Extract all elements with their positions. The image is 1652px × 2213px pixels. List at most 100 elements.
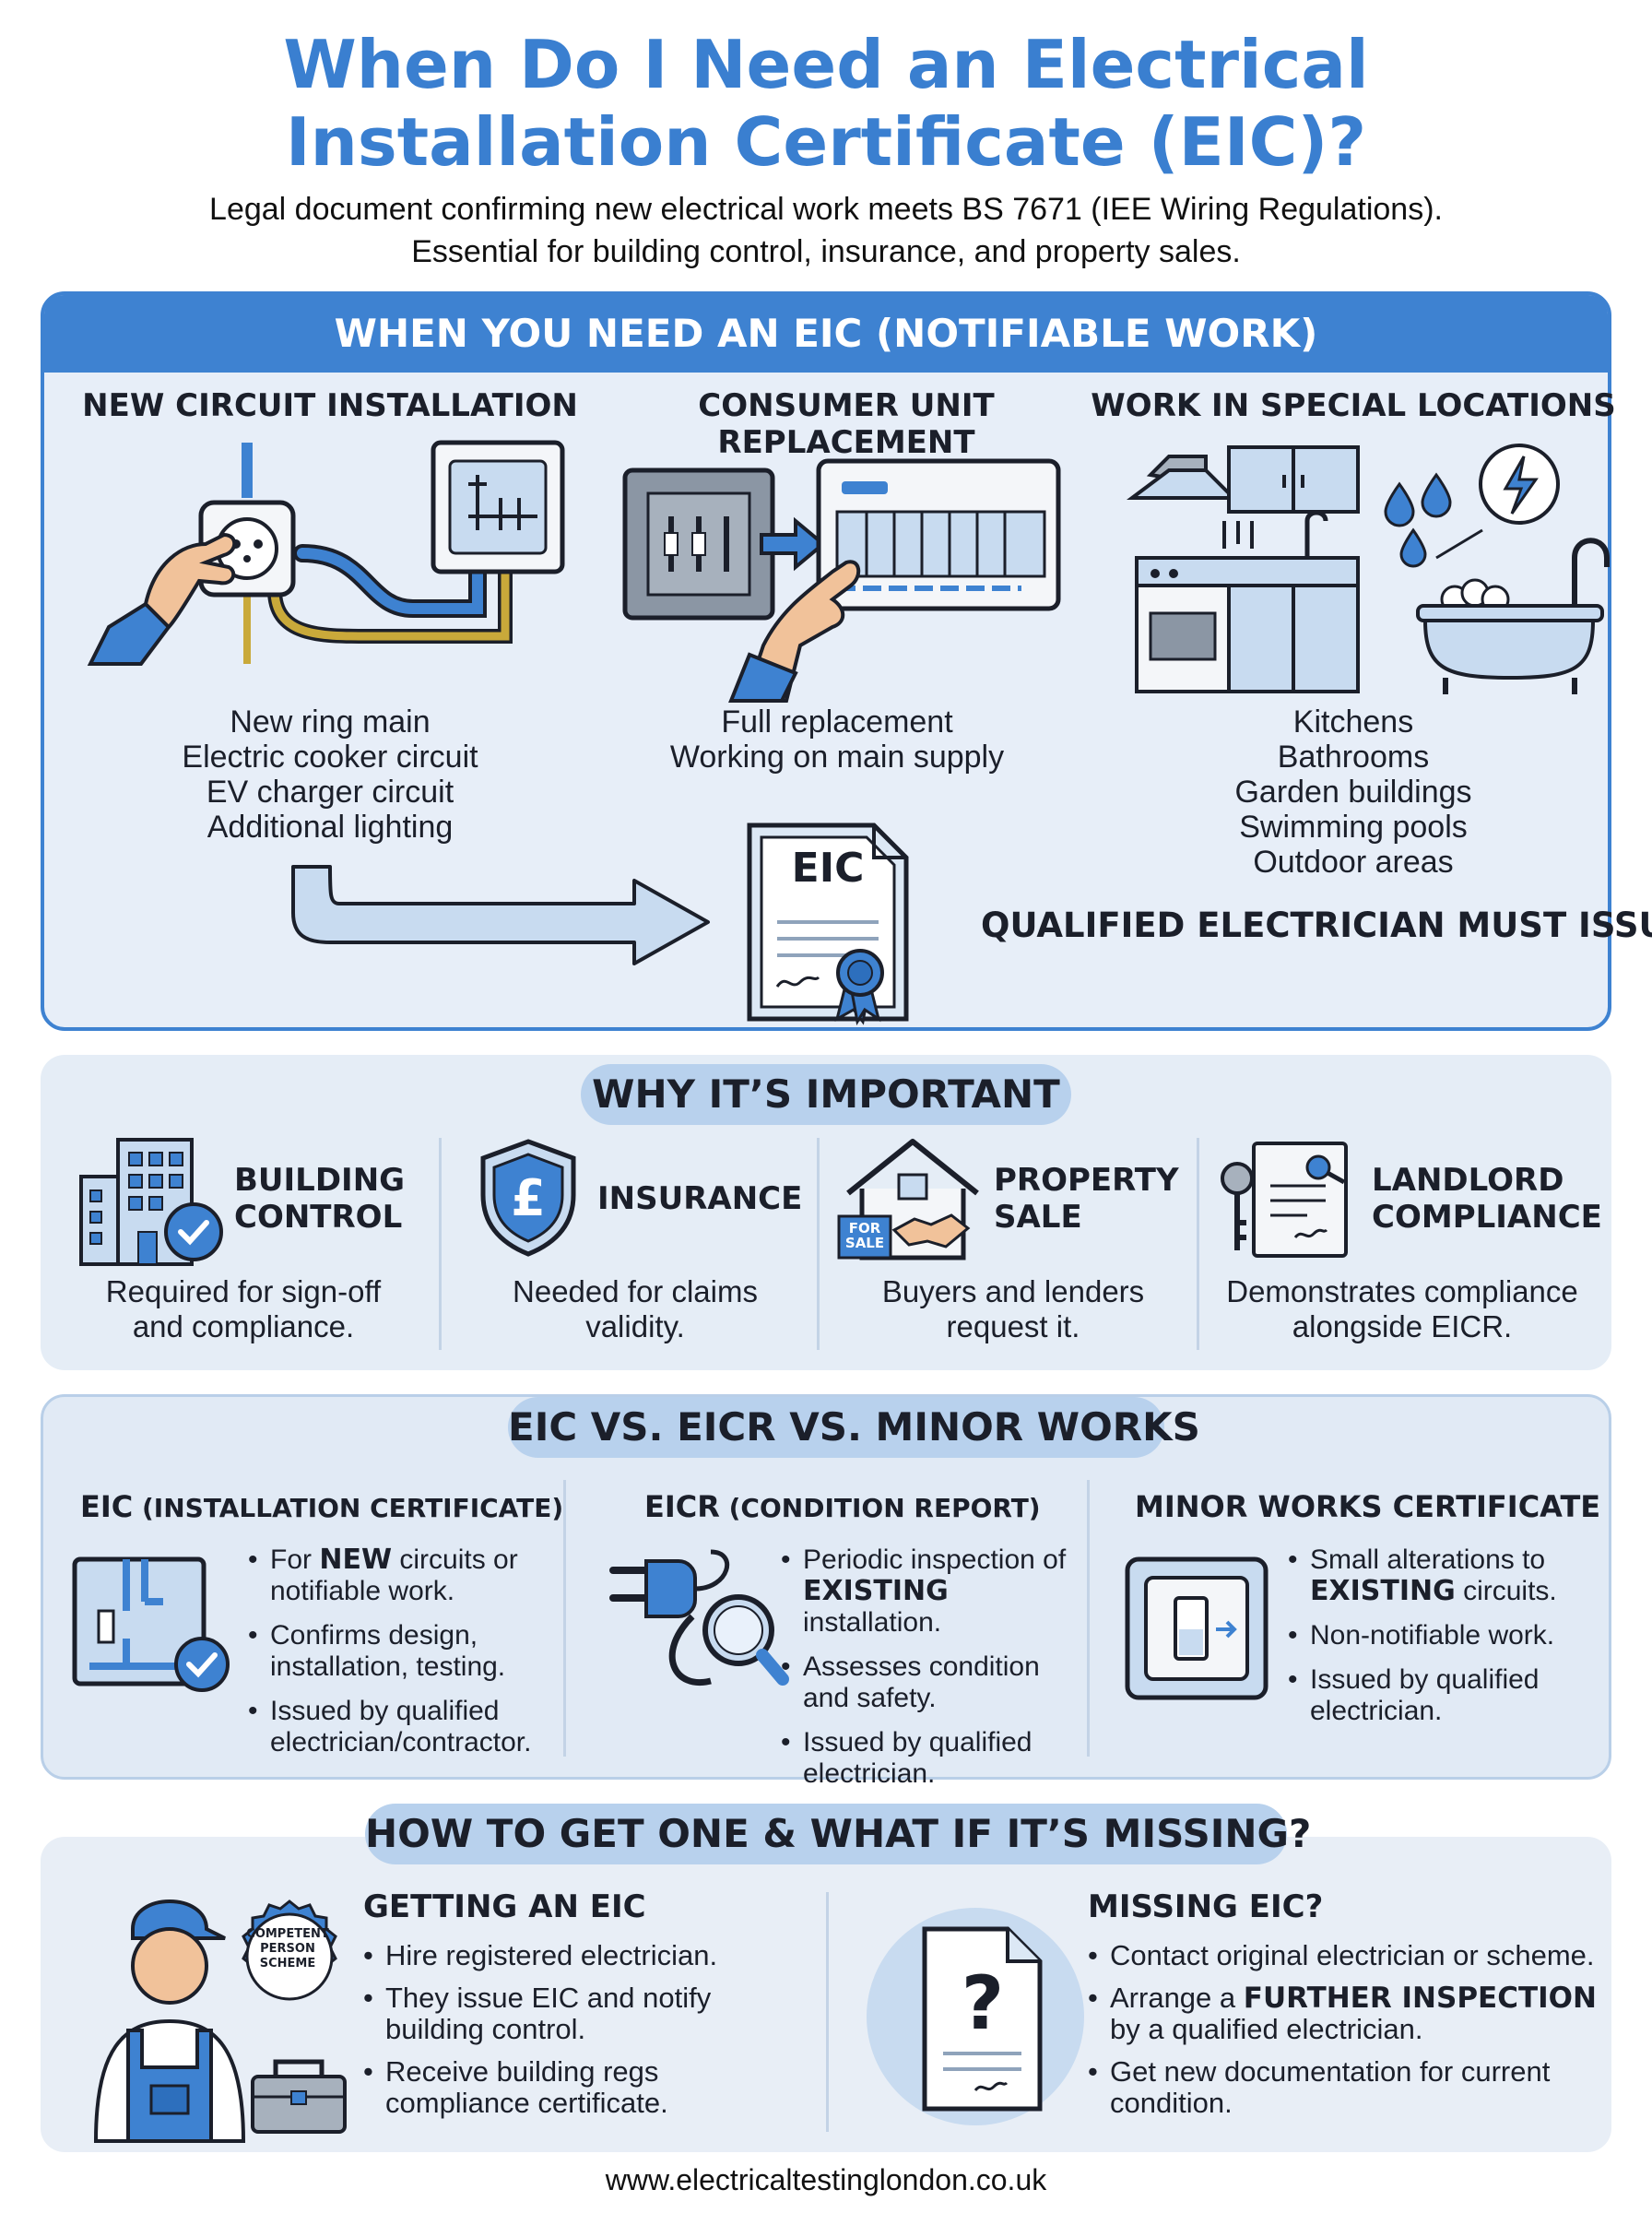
list-item: Periodic inspection of EXISTING installa…	[781, 1544, 1085, 1639]
title-line: COMPLIANCE	[1372, 1199, 1602, 1236]
title-rest: (INSTALLATION CERTIFICATE)	[133, 1493, 564, 1523]
text: by a qualified electrician.	[1110, 2013, 1423, 2045]
new-circuit-list: New ring main Electric cooker circuit EV…	[81, 704, 579, 845]
list-item: Full replacement	[721, 704, 953, 740]
desc-line: Required for sign-off	[105, 1274, 382, 1308]
getting-eic-bullets: Hire registered electrician. They issue …	[363, 1940, 796, 2130]
flow-arrow-icon	[291, 865, 710, 965]
desc-line: Buyers and lenders	[881, 1274, 1145, 1308]
special-locations-icon	[1127, 444, 1610, 694]
list-item: Assesses condition and safety.	[781, 1651, 1085, 1714]
list-item: Kitchens	[1292, 704, 1414, 740]
getting-eic-title: GETTING AN EIC	[363, 1888, 646, 1925]
title-line: CONTROL	[234, 1199, 403, 1236]
missing-eic-title: MISSING EIC?	[1088, 1888, 1324, 1925]
list-item: They issue EIC and notify building contr…	[363, 1982, 796, 2045]
why-landlord-desc: Demonstrates compliance alongside EICR.	[1204, 1274, 1600, 1344]
list-item: Non-notifiable work.	[1288, 1620, 1601, 1651]
consumer-unit-list: Full replacement Working on main supply	[588, 704, 1086, 775]
consumer-unit-icon	[622, 458, 1061, 703]
list-item: Issued by qualified electrician/contract…	[248, 1696, 561, 1758]
svg-text:£: £	[511, 1169, 546, 1227]
notifiable-header: WHEN YOU NEED AN EIC (NOTIFIABLE WORK)	[44, 295, 1608, 373]
footer-url[interactable]: www.electricaltestinglondon.co.uk	[605, 2163, 1047, 2196]
list-item: Issued by qualified electrician.	[781, 1727, 1085, 1790]
col-title-special-locations: WORK IN SPECIAL LOCATIONS	[1091, 387, 1616, 424]
list-item: Swimming pools	[1239, 810, 1468, 845]
eicr-bullets: Periodic inspection of EXISTING installa…	[781, 1544, 1085, 1803]
list-item: New ring main	[230, 704, 431, 740]
electrician-icon	[93, 1899, 347, 2143]
installation-board-check-icon	[72, 1556, 230, 1692]
col-title-consumer-unit: CONSUMER UNIT REPLACEMENT	[698, 387, 995, 461]
list-item: Receive building regs compliance certifi…	[363, 2056, 796, 2119]
eicr-column-title: EICR (CONDITION REPORT)	[644, 1489, 1041, 1524]
desc-line: Needed for claims	[513, 1274, 758, 1308]
list-item: Get new documentation for current condit…	[1088, 2056, 1604, 2119]
pound-shield-icon: £	[480, 1139, 576, 1257]
divider	[1087, 1480, 1090, 1757]
text: For	[270, 1544, 320, 1575]
how-header: HOW TO GET ONE & WHAT IF IT’S MISSING?	[365, 1804, 1311, 1864]
text-bold: FURTHER INSPECTION	[1243, 1982, 1597, 2015]
eic-certificate-icon	[747, 822, 909, 1026]
list-item: Arrange a FURTHER INSPECTION by a qualif…	[1088, 1982, 1604, 2045]
certificate-label: EIC	[791, 845, 865, 892]
badge-line: PERSON	[260, 1942, 315, 1956]
list-item: Issued by qualified electrician.	[1288, 1664, 1601, 1727]
list-item: Hire registered electrician.	[363, 1940, 796, 1972]
eic-bullets: For NEW circuits or notifiable work. Con…	[248, 1544, 561, 1771]
why-building-title: BUILDING CONTROL	[234, 1162, 405, 1236]
list-item: Small alterations to EXISTING circuits.	[1288, 1544, 1601, 1607]
why-property-desc: Buyers and lenders request it.	[833, 1274, 1193, 1344]
why-building-desc: Required for sign-off and compliance.	[59, 1274, 428, 1344]
list-item: Confirms design, installation, testing.	[248, 1620, 561, 1683]
desc-line: Demonstrates compliance	[1226, 1274, 1578, 1308]
qualified-electrician-text: QUALIFIED ELECTRICIAN MUST ISSUE	[981, 905, 1652, 945]
badge-line: COMPETENT	[246, 1927, 329, 1941]
competent-person-badge: COMPETENT PERSON SCHEME	[230, 1927, 345, 1971]
plug-magnifier-icon	[609, 1549, 789, 1686]
keys-document-icon	[1221, 1142, 1348, 1258]
divider	[439, 1138, 442, 1350]
missing-eic-bullets: Contact original electrician or scheme. …	[1088, 1940, 1604, 2130]
text-bold: EXISTING	[1310, 1575, 1456, 1607]
page-subtitle: Legal document confirming new electrical…	[0, 188, 1652, 273]
list-item: Bathrooms	[1277, 740, 1430, 775]
new-circuit-icon	[87, 440, 565, 666]
light-switch-icon	[1125, 1556, 1268, 1700]
divider	[563, 1480, 566, 1757]
desc-line: alongside EICR.	[1292, 1309, 1513, 1343]
text-bold: EXISTING	[803, 1575, 949, 1607]
text-bold: NEW	[319, 1544, 393, 1576]
why-landlord-title: LANDLORD COMPLIANCE	[1372, 1162, 1602, 1236]
missing-document-icon: ?	[867, 1908, 1084, 2125]
subtitle-line-2: Essential for building control, insuranc…	[411, 234, 1241, 269]
text: circuits.	[1455, 1576, 1557, 1606]
house-handshake-icon	[837, 1139, 979, 1260]
building-check-icon	[79, 1138, 223, 1266]
divider	[817, 1138, 820, 1350]
why-header: WHY IT’S IMPORTANT	[581, 1064, 1071, 1125]
list-item: Outdoor areas	[1253, 845, 1454, 880]
how-to-get-panel: HOW TO GET ONE & WHAT IF IT’S MISSING? C…	[41, 1804, 1611, 2152]
why-property-title: PROPERTY SALE	[994, 1162, 1179, 1236]
title-line: BUILDING	[234, 1162, 406, 1199]
minor-works-column-title: MINOR WORKS CERTIFICATE	[1135, 1489, 1600, 1524]
desc-line: validity.	[585, 1309, 685, 1343]
list-item: Working on main supply	[669, 740, 1005, 775]
title-line: PROPERTY	[994, 1162, 1179, 1199]
desc-line: and compliance.	[132, 1309, 355, 1343]
list-item: Garden buildings	[1234, 775, 1472, 810]
special-locations-list: Kitchens Bathrooms Garden buildings Swim…	[1104, 704, 1602, 880]
notifiable-work-panel: WHEN YOU NEED AN EIC (NOTIFIABLE WORK) N…	[41, 291, 1652, 1031]
for-sale-sign: FOR SALE	[844, 1220, 885, 1251]
why-insurance-title: INSURANCE	[597, 1180, 803, 1217]
text: circuits or notifiable work.	[270, 1544, 518, 1606]
divider	[1197, 1138, 1199, 1350]
col-title-new-circuit: NEW CIRCUIT INSTALLATION	[82, 387, 578, 424]
list-item: For NEW circuits or notifiable work.	[248, 1544, 561, 1607]
desc-line: request it.	[946, 1309, 1080, 1343]
title-line-2: Installation Certificate (EIC)?	[285, 103, 1367, 181]
subtitle-line-1: Legal document confirming new electrical…	[209, 192, 1443, 227]
